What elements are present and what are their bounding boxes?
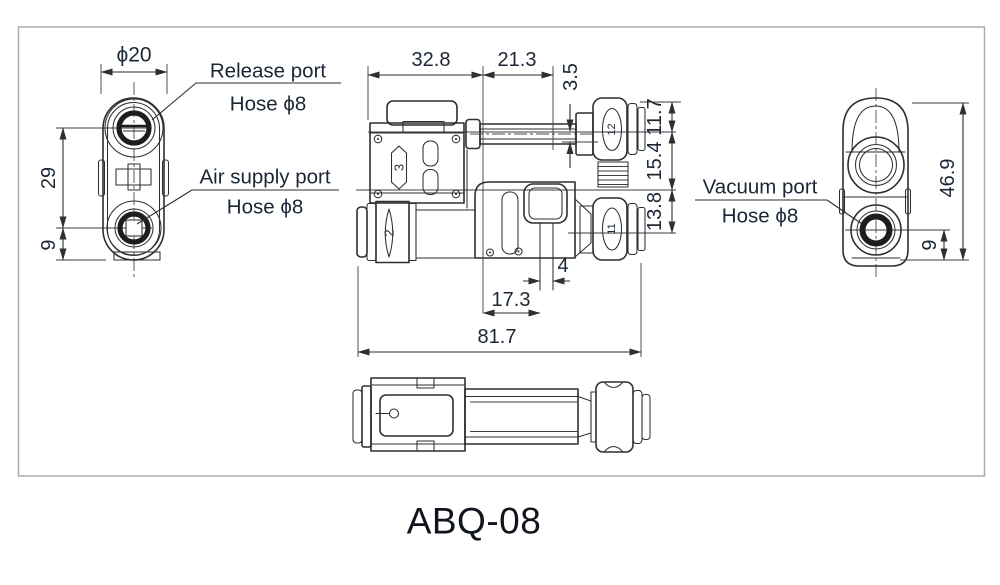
dim-front-width: ϕ20	[116, 44, 151, 67]
nozzle-tube	[465, 112, 594, 156]
mark-fitting-top: 12	[606, 123, 618, 135]
air-supply-port-label: Air supply port	[199, 166, 330, 189]
top-view	[352, 377, 651, 453]
release-port-hose-label: Hose ϕ8	[230, 93, 306, 116]
top-view-fitting	[595, 381, 634, 453]
lower-body	[474, 181, 592, 291]
air-supply-hose-label: Hose ϕ8	[227, 196, 303, 219]
valve-block: 3	[369, 100, 468, 209]
end-side-tab-left	[838, 188, 846, 215]
dim-front-bottom-offset: 9	[38, 239, 60, 250]
dim-side-right-top: 11.7	[644, 98, 666, 135]
fitting-bottom: 11	[579, 197, 646, 261]
mark-fitting-bottom: 11	[606, 223, 618, 234]
end-body	[842, 97, 909, 267]
bellows	[597, 161, 629, 188]
release-port-label: Release port	[210, 60, 327, 83]
top-view-body	[370, 377, 466, 452]
vacuum-hose-label: Hose ϕ8	[722, 205, 798, 228]
vacuum-port-circle	[850, 204, 902, 256]
vacuum-port-label: Vacuum port	[703, 176, 818, 199]
top-view-cylinder	[464, 388, 579, 445]
end-side-tab-right	[904, 188, 912, 215]
model-title: ABQ-08	[407, 501, 542, 542]
fitting-top: 12	[592, 97, 646, 161]
dim-side-pad-offset: 17.3	[492, 289, 531, 311]
dim-side-top-right: 21.3	[498, 49, 537, 71]
air-supply-port-circle	[106, 200, 162, 256]
dim-side-right-bottom: 13.8	[644, 192, 666, 231]
end-top-circle	[847, 136, 905, 194]
dim-side-pad-width: 4	[557, 255, 568, 277]
mark-valve-block: 3	[392, 164, 407, 171]
muffler-connector	[415, 209, 476, 259]
dim-side-overall: 81.7	[478, 326, 517, 348]
mark-muffler: 2	[382, 229, 397, 236]
drawing-frame	[17, 26, 986, 477]
front-side-tab-right	[161, 159, 170, 197]
dim-end-bottom-offset: 9	[919, 239, 941, 250]
release-port-circle	[104, 98, 164, 158]
front-view: ϕ20 29 9 Release port Hose ϕ8 Air supply…	[38, 44, 341, 277]
dim-side-right-mid: 15.4	[644, 142, 666, 181]
dim-front-port-spacing: 29	[38, 167, 60, 189]
dim-side-nozzle-offset: 3.5	[560, 63, 582, 91]
end-view: 46.9 9 Vacuum port Hose ϕ8	[695, 88, 969, 278]
front-side-tab-left	[97, 159, 106, 197]
dim-side-top-left: 32.8	[412, 49, 451, 71]
muffler: 2	[356, 200, 417, 264]
side-view: 2 3	[356, 49, 681, 357]
dim-end-height: 46.9	[937, 159, 959, 198]
